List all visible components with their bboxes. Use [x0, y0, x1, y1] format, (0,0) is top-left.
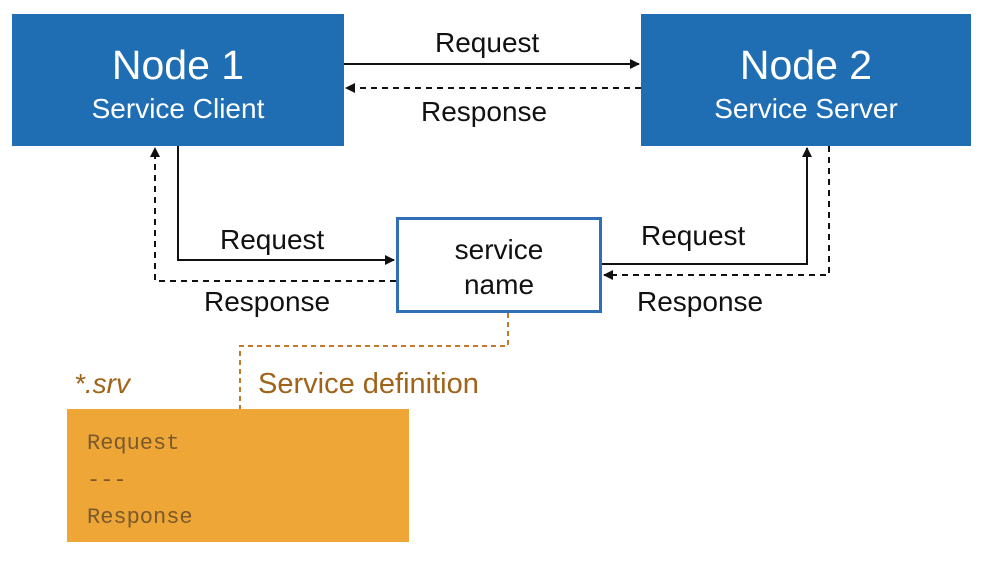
left-response-label: Response	[204, 286, 331, 317]
right-response-label: Response	[637, 286, 764, 317]
node-1-title: Node 1	[111, 42, 245, 88]
right-request-arrow	[602, 147, 812, 265]
definition-link	[239, 313, 509, 409]
top-response-label: Response	[421, 96, 548, 127]
node-2-subtitle: Service Server	[714, 93, 898, 124]
node-2-title: Node 2	[739, 42, 873, 88]
right-request-label: Request	[641, 220, 746, 251]
service-definition-label: Service definition	[258, 368, 479, 400]
node-1-subtitle: Service Client	[91, 93, 265, 124]
service-line-2: name	[463, 269, 535, 300]
service-name-box: service name	[396, 217, 602, 313]
node-2-box: Node 2 Service Server	[641, 14, 971, 146]
left-request-arrow	[177, 146, 395, 265]
left-request-label: Request	[220, 224, 325, 255]
left-response-arrow	[150, 147, 396, 282]
node-1-box: Node 1 Service Client	[12, 14, 344, 146]
service-line-1: service	[454, 234, 544, 265]
right-response-arrow	[603, 146, 830, 280]
top-request-label: Request	[435, 27, 540, 58]
srv-line-response: Response	[87, 505, 193, 530]
srv-line-request: Request	[87, 431, 180, 456]
srv-definition-box: Request --- Response	[67, 409, 409, 542]
srv-line-separator: ---	[87, 468, 127, 493]
srv-file-tag: *.srv	[74, 368, 130, 399]
